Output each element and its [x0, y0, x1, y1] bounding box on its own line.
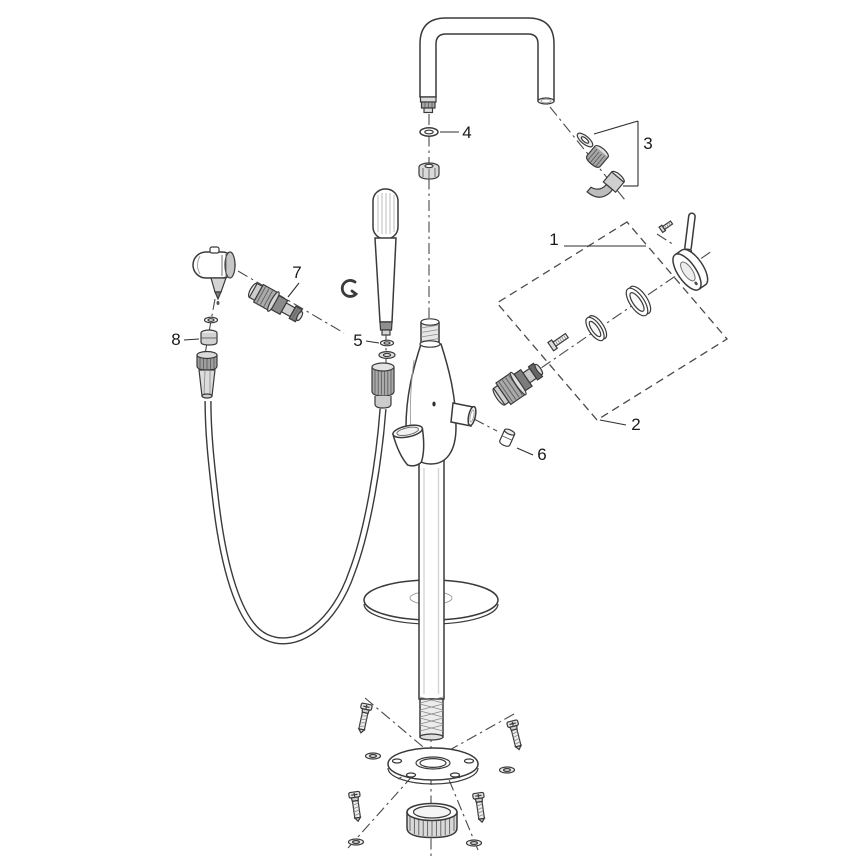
leader-2	[599, 419, 627, 426]
axis-part3	[549, 106, 626, 201]
side-outlet-port	[450, 402, 477, 427]
axis-handle	[505, 250, 713, 393]
part3-washer	[576, 132, 594, 148]
retaining-clip	[340, 279, 359, 298]
leader-5	[365, 340, 380, 344]
part-label-2: 2	[631, 415, 640, 434]
fixing-washer-c	[498, 766, 516, 774]
leader-7	[287, 282, 300, 298]
axis-part7	[237, 270, 345, 334]
part3-elbow-connector	[586, 170, 625, 198]
leader-3a	[593, 120, 639, 135]
check-valve-part7	[247, 282, 304, 323]
fixing-washer-a	[364, 752, 382, 760]
handle-escutcheon	[672, 248, 709, 291]
handshower-holder	[392, 424, 425, 467]
fixing-washer-b	[347, 838, 365, 846]
axis-lines	[204, 106, 713, 858]
plug-part6	[499, 428, 516, 447]
fixing-screw-b	[347, 790, 365, 823]
part8-nut	[200, 329, 218, 346]
grub-screw	[658, 220, 674, 234]
part8-washer	[203, 316, 219, 324]
fixing-screw-d	[471, 791, 489, 824]
leader-lines	[183, 120, 646, 456]
outlet-elbow	[192, 246, 236, 305]
mounting-flange	[387, 747, 479, 785]
part-label-5: 5	[353, 331, 362, 350]
trim-ring-small	[585, 315, 608, 342]
hose-wand-connector	[371, 362, 395, 409]
axis-part6	[473, 418, 498, 432]
leader-6	[516, 447, 534, 456]
leader-8	[183, 338, 200, 341]
threaded-ring	[406, 802, 458, 839]
spout	[419, 17, 555, 114]
inlet-thread	[420, 318, 440, 345]
axis-part8	[204, 298, 216, 355]
handle-lever	[683, 212, 696, 254]
part-label-4: 4	[462, 123, 471, 142]
fixing-screw-a	[354, 702, 373, 735]
handle-assembly-dashed-box	[496, 221, 728, 421]
handshower-wand	[372, 188, 399, 336]
part5-rings	[378, 339, 396, 360]
part-label-1: 1	[549, 230, 558, 249]
part-labels: 1 2 3 4 5 6 7 8	[171, 123, 652, 464]
union-nut	[418, 162, 440, 180]
axis-grub-screw	[656, 233, 675, 246]
part-label-8: 8	[171, 330, 180, 349]
part-label-7: 7	[292, 263, 301, 282]
part-label-6: 6	[537, 445, 546, 464]
column-threaded-end	[419, 696, 444, 741]
fixing-screw-c	[506, 719, 526, 752]
o-ring-part4	[419, 127, 439, 137]
trim-ring-large	[625, 285, 652, 317]
axis-screw-b	[347, 771, 417, 849]
shower-hose	[204, 400, 387, 645]
part-label-3: 3	[643, 134, 652, 153]
part3-knurled-nut	[585, 144, 609, 168]
hose-inlet-connector	[196, 350, 218, 399]
column-shaft	[418, 459, 445, 700]
cartridge	[492, 362, 544, 406]
fixing-washer-d	[465, 839, 483, 847]
cartridge-screw	[547, 332, 570, 352]
